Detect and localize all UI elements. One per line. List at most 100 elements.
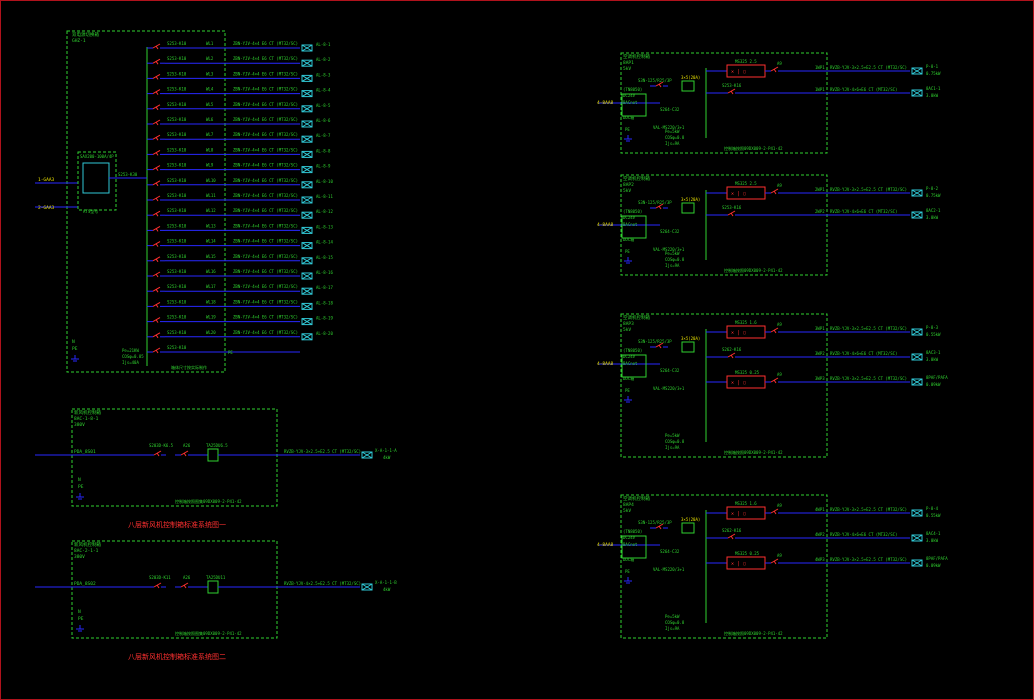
load-icon: [301, 272, 313, 280]
breaker-mark: [155, 136, 159, 141]
left-label: BACnet: [623, 222, 638, 227]
circuit-label: 3WP2: [815, 351, 825, 356]
load-x: [301, 120, 313, 128]
breaker-mark: [155, 212, 159, 217]
dest-label: AL-8-4: [316, 88, 331, 93]
circuit-label: 3WP3: [815, 376, 825, 381]
contactor-label: A26: [183, 443, 191, 448]
breaker-label: S253-K16: [722, 83, 742, 88]
param: Pe=21KW: [122, 348, 139, 353]
breaker-mark: [155, 60, 159, 65]
contactor-label: A9: [777, 553, 782, 558]
vfd-label: VAL-MS220/3+1: [653, 386, 685, 391]
load-box: [301, 59, 313, 67]
dest-sub: 0.55kW: [926, 332, 941, 337]
panel-header: GHZ-1: [72, 38, 86, 44]
circuit-label: WL18: [206, 299, 216, 304]
meter-box: [681, 522, 695, 534]
vfd-label: VAL-MS220/3+1: [653, 125, 685, 130]
dest-label: AL-8-15: [316, 255, 333, 260]
load-box: [911, 189, 923, 197]
param: COSφ=0.8: [665, 620, 685, 625]
circuit-label: 1WP1: [815, 65, 825, 70]
breaker-label: MS325 1.6: [735, 501, 757, 506]
pe-label: PE: [625, 388, 630, 393]
param: COSφ=0.8: [665, 439, 685, 444]
breaker-label: S262-K16: [722, 528, 742, 533]
load-box: [301, 181, 313, 189]
breaker-label: S3N-125/R25/3P: [638, 339, 672, 344]
meter-label: 3×5(20A): [681, 336, 700, 341]
breaker-label: S253-K10: [167, 330, 187, 335]
breaker-mark: [155, 106, 159, 111]
load-box: [911, 509, 923, 517]
dest-label: 8PAF/PAFA: [926, 375, 948, 380]
panel-header: 8AC-1-8-1: [74, 416, 99, 422]
breaker-mark: [156, 452, 160, 457]
panel-header: 空调机控制箱: [623, 314, 650, 321]
breaker-label: MS325 2.5: [735, 59, 757, 64]
breaker-label: S253-K10: [167, 117, 187, 122]
load-x: [301, 74, 313, 82]
circuit-label: 4WP2: [815, 532, 825, 537]
input-label: 4-8AA8: [597, 542, 614, 548]
left-label: BACnet: [623, 542, 638, 547]
cable-label: ZBN-YJV-4×4 E6 CT (MT32/SC): [233, 178, 298, 183]
panel-footer: 箱体尺寸按实际制作: [171, 364, 207, 370]
load-icon: [911, 67, 923, 75]
cable-label: ZBN-YJV-4×4 E6 CT (MT32/SC): [233, 239, 298, 244]
load-x: [911, 328, 923, 336]
load-x: [361, 583, 373, 591]
cable-label: ZBN-YJV-4×4 E6 CT (MT32/SC): [233, 56, 298, 61]
dest-label: 8AC2-1: [926, 208, 941, 213]
breaker-mark: [730, 90, 734, 95]
cable-label: RVZB-YJV-3×2.5+E2.5 CT (MT32/SC): [830, 187, 907, 192]
load-box: [301, 166, 313, 174]
cable-label: RVZB-YJV-4×6+E6 CT (MT32/SC): [830, 532, 897, 537]
load-x: [301, 226, 313, 234]
load-box: [301, 287, 313, 295]
load-icon: [911, 328, 923, 336]
breaker-label: S253-K10: [167, 208, 187, 213]
cable-label: ZBN-YJV-4×4 E6 CT (MT32/SC): [233, 193, 298, 198]
load-icon: [301, 90, 313, 98]
cable-label: ZBN-YJV-4×4 E6 CT (MT32/SC): [233, 208, 298, 213]
load-icon: [301, 44, 313, 52]
param: Ijs=9A: [665, 626, 680, 631]
ddc-box: [621, 354, 647, 378]
small-panel-box: [71, 540, 278, 639]
left-label: (TN8050): [623, 87, 642, 92]
dest-label: AL-8-17: [316, 285, 333, 290]
meter-label: 3×5(20A): [681, 517, 700, 522]
load-x: [301, 287, 313, 295]
load-icon: [301, 257, 313, 265]
dest-sub: 0.55kW: [926, 513, 941, 518]
left-label: DC24V: [623, 215, 636, 220]
dest-sub: 0.09kW: [926, 563, 941, 568]
cable-label: ZBN-YJV-4×4 E6 CT (MT32/SC): [233, 163, 298, 168]
circuit-label: WL11: [206, 193, 216, 198]
panel-header: 空调机控制箱: [623, 53, 650, 60]
dest-label: 8AC4-1: [926, 531, 941, 536]
circuit-label: WL4: [206, 87, 214, 92]
dest-label: AL-8-8: [316, 148, 331, 153]
thermal-relay: [207, 580, 219, 594]
input-label: 2-GAA3: [38, 205, 55, 211]
dest-sub: 3.0kW: [926, 215, 939, 220]
load-box: [301, 120, 313, 128]
meter-label: 3×5(20A): [681, 197, 700, 202]
breaker-label: S3N-125/R25/3P: [638, 520, 672, 525]
circuit-label: 2WP1: [815, 187, 825, 192]
breaker-mark: [773, 329, 777, 334]
load-x: [301, 150, 313, 158]
load-x: [301, 272, 313, 280]
breaker-label: MS325 0.25: [735, 551, 760, 556]
cable-label: RVZB-YJV-4×6+E6 CT (MT32/SC): [830, 87, 897, 92]
rcd-label: S264-C32: [660, 549, 680, 554]
load-x: [301, 135, 313, 143]
load-icon: [301, 181, 313, 189]
load-icon: [301, 59, 313, 67]
ddc-box: [621, 215, 647, 239]
breaker-mark: [773, 68, 777, 73]
dest-label: AL-8-20: [316, 331, 333, 336]
